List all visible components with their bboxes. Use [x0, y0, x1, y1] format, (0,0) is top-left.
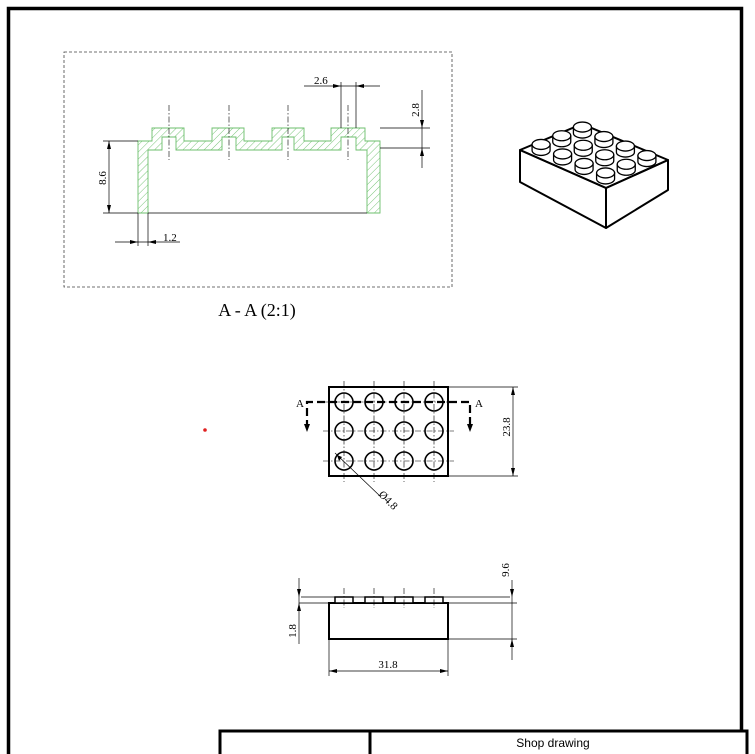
section-wall-profile [137, 127, 381, 214]
iso-stud [637, 149, 657, 168]
top-view: A A 23.8 Ø4.8 [296, 381, 518, 513]
dimension-stud-height: 2.8 [380, 90, 430, 168]
iso-stud [573, 139, 593, 157]
section-mark-left: A [296, 398, 304, 410]
front-view: 9.6 1.8 31.8 [287, 563, 517, 676]
dim-label-depth: 23.8 [501, 417, 513, 437]
section-view: 2.6 2.8 8.6 1.2 A - [63, 51, 453, 321]
stud-circle [364, 421, 384, 441]
stud-circle [394, 421, 414, 441]
dim-label-front-stud-height: 1.8 [287, 624, 299, 638]
top-studs [323, 381, 454, 482]
title-block-label: Shop drawing [516, 736, 589, 750]
front-studs [334, 588, 444, 608]
iso-stud [531, 138, 551, 157]
dimension-total-height: 9.6 [448, 563, 517, 660]
dim-label-stud-width: 2.6 [314, 75, 328, 87]
iso-stud [552, 130, 572, 148]
iso-stud [595, 167, 616, 185]
dimension-stud-width: 2.6 [304, 75, 380, 128]
section-mark-right: A [475, 398, 483, 410]
isometric-view [519, 121, 669, 229]
section-line [305, 400, 472, 428]
dimension-length: 31.8 [328, 639, 449, 676]
iso-stud [594, 130, 614, 149]
dim-label-height: 8.6 [97, 171, 109, 185]
dimension-front-stud-height: 1.8 [287, 578, 329, 644]
dim-label-stud-height: 2.8 [410, 103, 422, 117]
title-block: Shop drawing [218, 729, 749, 754]
iso-stud [616, 158, 636, 176]
stud-circle [364, 451, 384, 471]
dim-label-length: 31.8 [378, 659, 398, 671]
stud-circle [394, 451, 414, 471]
dim-label-stud-diameter: Ø4.8 [376, 489, 400, 513]
stud-circle [424, 451, 444, 471]
iso-stud [552, 148, 573, 166]
iso-studs [531, 121, 657, 185]
stud-circle [334, 451, 354, 471]
stud-circle [334, 421, 354, 441]
section-view-title: A - A (2:1) [218, 300, 296, 321]
drawing-border [6, 6, 744, 754]
dimension-stud-diameter: Ø4.8 [334, 452, 400, 513]
dimension-height: 8.6 [97, 140, 138, 214]
dim-label-total-height: 9.6 [500, 563, 512, 577]
front-view-body [328, 602, 449, 640]
dimension-wall: 1.2 [115, 213, 180, 246]
top-view-outline [328, 386, 449, 477]
iso-stud [615, 140, 636, 158]
section-view-frame [63, 51, 453, 288]
iso-stud [572, 121, 593, 139]
dim-label-wall: 1.2 [163, 232, 177, 244]
stud-circle [424, 421, 444, 441]
dimension-depth: 23.8 [448, 386, 518, 477]
iso-stud [595, 149, 615, 167]
red-marker-dot [203, 428, 207, 432]
iso-stud [574, 157, 594, 176]
